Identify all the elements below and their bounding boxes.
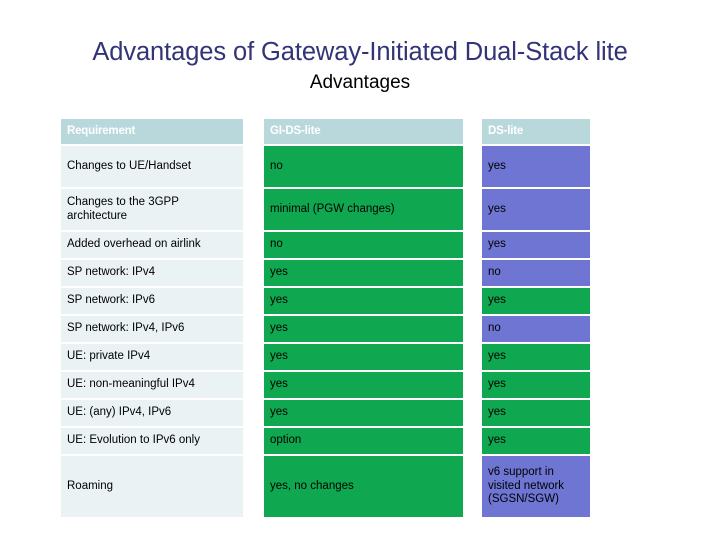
cell-ds-lite: yes: [482, 146, 590, 187]
cell-ds-lite: yes: [482, 344, 590, 370]
cell-gi-ds-lite: no: [264, 146, 463, 187]
cell-gi-ds-lite: yes: [264, 400, 463, 426]
cell-requirement: SP network: IPv6: [61, 288, 243, 314]
cell-ds-lite: v6 support in visited network (SGSN/SGW): [482, 456, 590, 517]
cell-requirement: UE: Evolution to IPv6 only: [61, 428, 243, 454]
cell-requirement: UE: non-meaningful IPv4: [61, 372, 243, 398]
cell-requirement: UE: (any) IPv4, IPv6: [61, 400, 243, 426]
table-row: UE: Evolution to IPv6 only option yes: [61, 428, 590, 454]
cell-ds-lite: yes: [482, 288, 590, 314]
cell-gi-ds-lite: no: [264, 232, 463, 258]
cell-requirement: SP network: IPv4, IPv6: [61, 316, 243, 342]
cell-requirement: SP network: IPv4: [61, 260, 243, 286]
cell-gi-ds-lite: yes, no changes: [264, 456, 463, 517]
cell-requirement: UE: private IPv4: [61, 344, 243, 370]
cell-requirement: Roaming: [61, 456, 243, 517]
cell-ds-lite: no: [482, 316, 590, 342]
cell-gi-ds-lite: yes: [264, 344, 463, 370]
cell-gi-ds-lite: option: [264, 428, 463, 454]
cell-requirement: Added overhead on airlink: [61, 232, 243, 258]
cell-ds-lite: yes: [482, 189, 590, 230]
cell-ds-lite: no: [482, 260, 590, 286]
column-header-gi_ds_lite: GI-DS-lite: [264, 119, 463, 144]
cell-requirement: Changes to UE/Handset: [61, 146, 243, 187]
page-title: Advantages of Gateway-Initiated Dual-Sta…: [92, 38, 628, 66]
table-row: Roaming yes, no changes v6 support in visi…: [61, 456, 590, 517]
page-subtitle: Advantages: [309, 72, 411, 93]
cell-ds-lite: yes: [482, 232, 590, 258]
cell-gi-ds-lite: yes: [264, 316, 463, 342]
cell-requirement: Changes to the 3GPP architecture: [61, 189, 243, 230]
cell-gi-ds-lite: yes: [264, 372, 463, 398]
table-header-row: Requirement GI-DS-lite DS-lite: [61, 119, 590, 144]
cell-ds-lite: yes: [482, 400, 590, 426]
column-header-ds_lite: DS-lite: [482, 119, 590, 144]
cell-gi-ds-lite: minimal (PGW changes): [264, 189, 463, 230]
column-header-requirement: Requirement: [61, 119, 243, 144]
table-row: Changes to the 3GPP architecture minimal …: [61, 189, 590, 230]
cell-gi-ds-lite: yes: [264, 260, 463, 286]
cell-ds-lite: yes: [482, 372, 590, 398]
cell-gi-ds-lite: yes: [264, 288, 463, 314]
cell-ds-lite: yes: [482, 428, 590, 454]
